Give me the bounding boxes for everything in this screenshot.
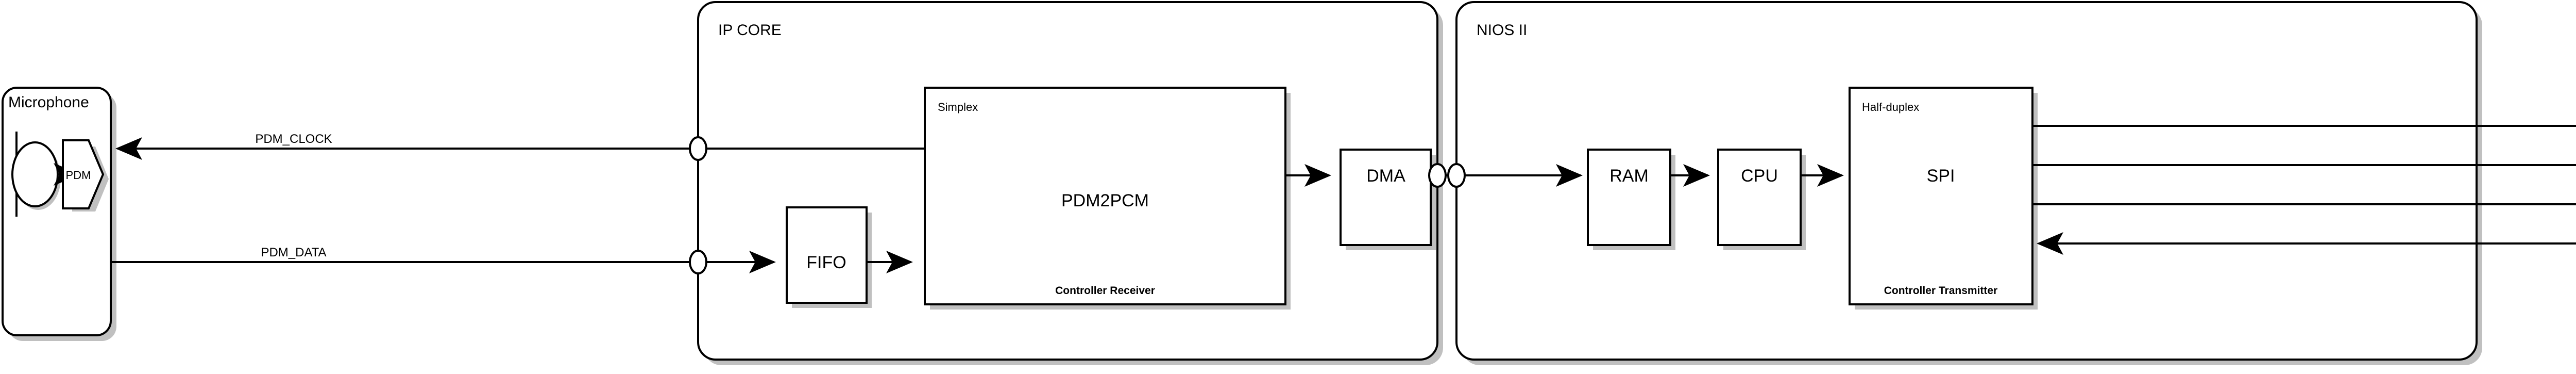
microphone-label: Microphone xyxy=(8,94,89,111)
spi-block-group: Half-duplex SPI Controller Transmitter xyxy=(1849,87,2038,310)
sd-copi-signal: SD_COPI xyxy=(2032,203,2576,205)
ram-block-group: RAM xyxy=(1587,149,1710,250)
pdm-clock-label: PDM_CLOCK xyxy=(255,132,332,146)
pdm-clock-signal: PDM_CLOCK xyxy=(115,132,1025,161)
dma-block-group: DMA xyxy=(1340,149,1583,250)
ram-block[interactable] xyxy=(1587,149,1671,246)
dma-label: DMA xyxy=(1366,166,1405,186)
ip-core-port-dma-out[interactable] xyxy=(1428,163,1447,188)
ip-core-label: IP CORE xyxy=(718,22,782,39)
nios-port-ram-in[interactable] xyxy=(1447,163,1466,188)
pdm2pcm-block-group: Simplex PDM2PCM Controller Receiver xyxy=(924,87,1331,310)
microphone-capsule-icon xyxy=(11,141,59,207)
spi-top-label: Half-duplex xyxy=(1862,101,1919,113)
cpu-block[interactable] xyxy=(1717,149,1802,246)
pdm2pcm-label: PDM2PCM xyxy=(1061,191,1149,210)
microphone-container: Microphone PDM xyxy=(2,87,116,341)
ip-core-port-pdm-clock[interactable] xyxy=(689,136,707,161)
pdm2pcm-block[interactable] xyxy=(924,87,1286,305)
nios-label: NIOS II xyxy=(1477,22,1527,39)
dma-block[interactable] xyxy=(1340,149,1432,246)
ip-core-port-pdm-data[interactable] xyxy=(689,250,707,274)
sd-clk-signal: SD_CLK xyxy=(2032,164,2576,166)
spi-bottom-label: Controller Transmitter xyxy=(1884,285,1998,297)
pdm-data-label: PDM_DATA xyxy=(261,246,326,259)
spi-block[interactable] xyxy=(1849,87,2033,305)
pdm2pcm-bottom-label: Controller Receiver xyxy=(1055,285,1155,297)
fifo-label: FIFO xyxy=(806,253,846,272)
sd-cipo-signal: SD_CIPO xyxy=(2037,232,2576,255)
pdm-block xyxy=(62,139,105,209)
cpu-label: CPU xyxy=(1741,166,1778,186)
pdm-data-signal: PDM_DATA xyxy=(111,246,776,274)
fifo-block-group: FIFO xyxy=(786,206,913,308)
fifo-block[interactable] xyxy=(786,206,868,304)
pdm2pcm-top-label: Simplex xyxy=(938,101,978,113)
cpu-block-group: CPU xyxy=(1717,149,1844,250)
spi-label: SPI xyxy=(1927,166,1955,186)
sd-cs-signal: SD_CS xyxy=(2032,125,2576,127)
ram-label: RAM xyxy=(1609,166,1649,186)
pdm-block-label: PDM xyxy=(66,169,91,182)
